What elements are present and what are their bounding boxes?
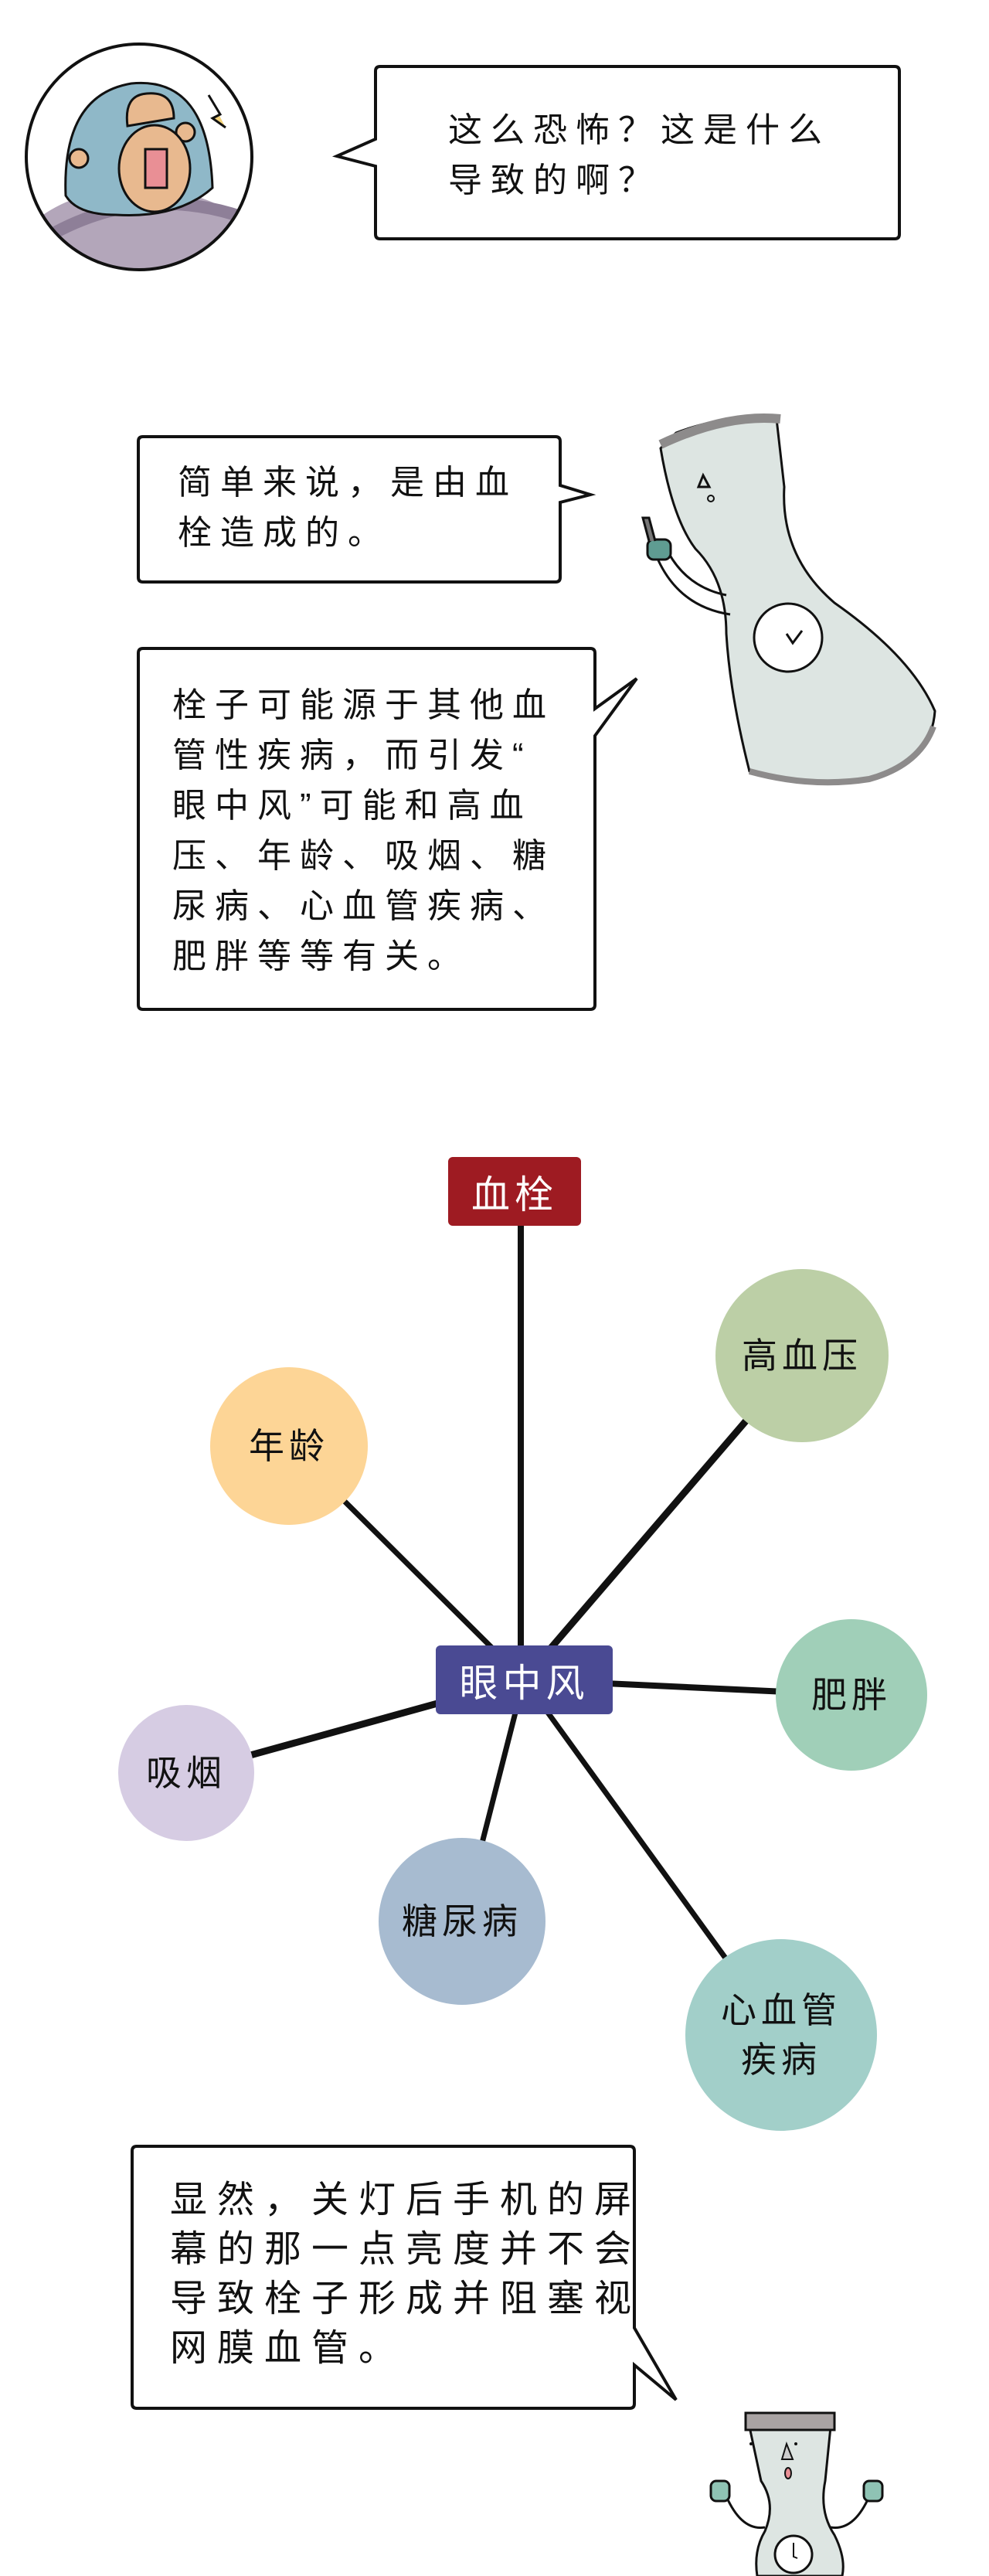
factor-label: 糖尿病 (402, 1901, 522, 1941)
text-line: 眼中风”可能和高血 (172, 787, 532, 825)
factor-label: 吸烟 (146, 1753, 226, 1793)
robot-character-pointing (641, 413, 936, 786)
text-line: 尿病、心血管疾病、 (172, 887, 555, 925)
factor-smoking: 吸烟 (118, 1705, 254, 1841)
conclusion-text: 显然，关灯后手机的屏 幕的那一点亮度并不会 导致栓子形成并阻塞视 网膜血管。 (170, 2176, 641, 2374)
text-line: 栓造成的。 (178, 514, 390, 552)
detail-text: 栓子可能源于其他血 管性疾病，而引发“ 眼中风”可能和高血 压、年龄、吸烟、糖 … (172, 680, 555, 982)
monkey-avatar (25, 43, 253, 271)
cause-node: 血栓 (448, 1157, 581, 1226)
text-line: 栓子可能源于其他血 (172, 686, 555, 724)
center-label: 眼中风 (459, 1661, 590, 1705)
text-line: 导致栓子形成并阻塞视 (170, 2278, 642, 2319)
answer-text: 简单来说，是由血 栓造成的。 (178, 458, 518, 558)
text-line: 管性疾病，而引发“ (172, 737, 532, 774)
question-text: 这么恐怖？这是什么 导致的啊？ (448, 105, 831, 206)
text-line: 网膜血管。 (170, 2328, 406, 2369)
factor-label: 疾病 (741, 2040, 821, 2080)
cause-label: 血栓 (471, 1172, 558, 1217)
text-line: 简单来说，是由血 (178, 464, 518, 502)
factor-diabetes: 糖尿病 (379, 1838, 545, 2005)
factor-obesity: 肥胖 (776, 1619, 927, 1771)
robot-character-shrugging (709, 2411, 884, 2576)
text-line: 导致的啊？ (448, 162, 661, 199)
factor-label: 年龄 (249, 1426, 329, 1466)
text-line: 幕的那一点亮度并不会 (170, 2229, 642, 2270)
text-line: 肥胖等等有关。 (172, 938, 470, 975)
factor-label: 肥胖 (811, 1675, 892, 1715)
factor-label: 高血压 (742, 1336, 862, 1376)
text-line: 压、年龄、吸烟、糖 (172, 837, 555, 875)
factor-cardiovascular-disease: 心血管 疾病 (685, 1939, 877, 2131)
text-line: 这么恐怖？这是什么 (448, 111, 831, 149)
factor-label: 心血管 (721, 1990, 841, 2030)
factor-age: 年龄 (210, 1367, 368, 1525)
text-line: 显然，关灯后手机的屏 (170, 2180, 642, 2220)
center-node: 眼中风 (436, 1645, 613, 1714)
factor-hypertension: 高血压 (715, 1269, 889, 1442)
